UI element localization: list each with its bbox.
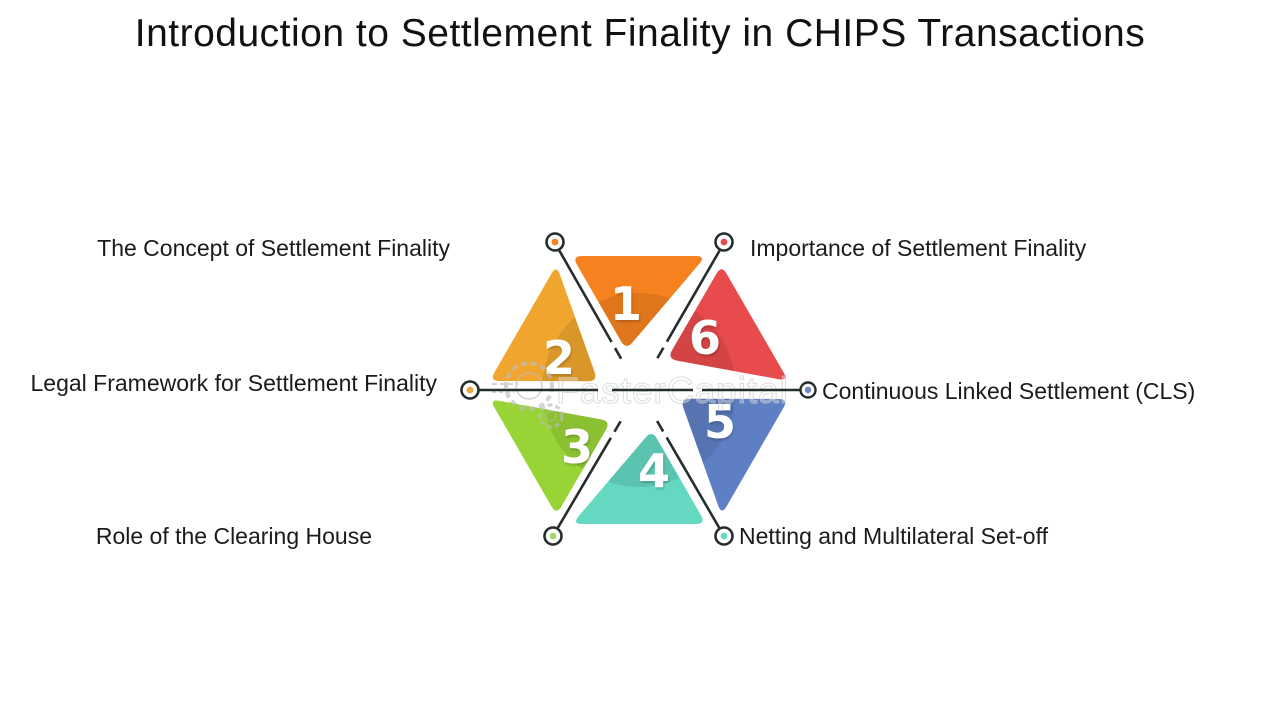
segment-number-5: 5 (704, 395, 736, 449)
triangle-1 (575, 256, 703, 346)
segment-number-4: 4 (638, 444, 670, 498)
connector-line-top-left (553, 242, 623, 360)
label-netting-multilateral-setoff: Netting and Multilateral Set-off (739, 523, 1048, 549)
node-bottom-left (543, 526, 563, 546)
node-right (799, 381, 817, 399)
connector-line-bottom-right (655, 420, 726, 537)
node-dot-1 (551, 238, 559, 246)
node-dot-2 (466, 386, 474, 394)
connector-line-top-right (656, 242, 726, 359)
segment-number-6: 6 (689, 311, 721, 365)
node-dot-4 (720, 532, 728, 540)
triangle-3 (492, 400, 608, 511)
triangle-6 (670, 269, 786, 380)
label-concept-of-settlement-finality: The Concept of Settlement Finality (97, 235, 450, 261)
triangle-2 (492, 269, 596, 382)
triangle-5 (682, 398, 786, 511)
node-dot-3 (549, 532, 557, 540)
connector-lines (470, 242, 808, 537)
node-left (460, 380, 480, 400)
segment-numbers: 1 2 3 4 5 6 (543, 277, 736, 498)
node-top-right (714, 232, 734, 252)
page-title: Introduction to Settlement Finality in C… (134, 12, 1146, 55)
segment-number-3: 3 (561, 420, 593, 474)
label-importance-of-settlement-finality: Importance of Settlement Finality (750, 235, 1087, 261)
node-top-left (545, 232, 565, 252)
segment-number-1: 1 (610, 277, 642, 331)
connector-nodes (460, 232, 817, 546)
label-legal-framework: Legal Framework for Settlement Finality (30, 370, 438, 396)
node-dot-5 (804, 386, 812, 394)
gear-icon (492, 361, 564, 429)
node-bottom-right (714, 526, 734, 546)
connector-line-bottom-left (551, 420, 622, 537)
node-dot-6 (720, 238, 728, 246)
triangle-4 (575, 434, 703, 524)
label-role-of-clearing-house: Role of the Clearing House (95, 523, 372, 549)
label-continuous-linked-settlement: Continuous Linked Settlement (CLS) (822, 378, 1196, 404)
